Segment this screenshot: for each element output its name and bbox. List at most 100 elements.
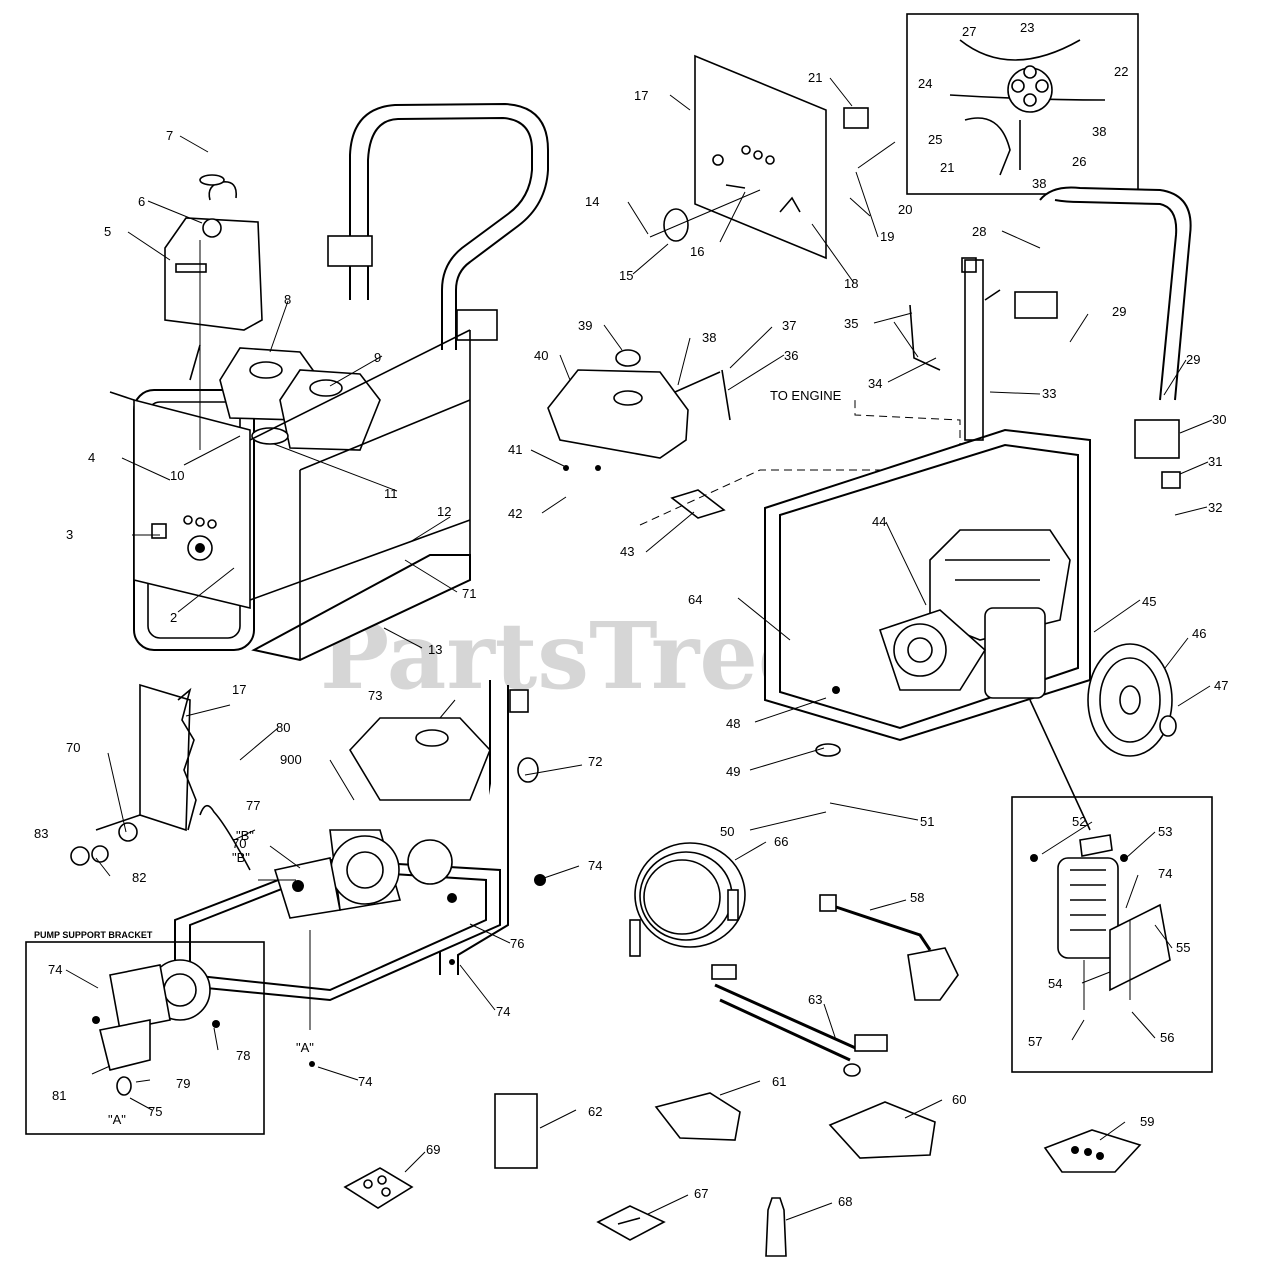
- callout-71: 71: [462, 586, 476, 601]
- callout-78: 78: [236, 1048, 250, 1063]
- callout-42: 42: [508, 506, 522, 521]
- panel-assembly: [649, 54, 896, 260]
- callout-83: 83: [34, 826, 48, 841]
- callout-38b: 38: [1092, 124, 1106, 139]
- callout-46: 46: [1192, 626, 1206, 641]
- callout-56: 56: [1160, 1030, 1174, 1045]
- callout-900: 900: [280, 752, 302, 767]
- callout-38c: 38: [1032, 176, 1046, 191]
- callout-19: 19: [880, 229, 894, 244]
- callout-80: 80: [276, 720, 290, 735]
- pump-support-bracket-title: PUMP SUPPORT BRACKET: [34, 930, 153, 940]
- callout-69: 69: [426, 1142, 440, 1157]
- right-generator-assembly: [764, 186, 1192, 831]
- callout-44: 44: [872, 514, 886, 529]
- ref-a-label-1: "A": [296, 1040, 314, 1055]
- inset-muffler-detail: [1011, 796, 1213, 1073]
- callout-49: 49: [726, 764, 740, 779]
- callout-73: 73: [368, 688, 382, 703]
- callout-17: 17: [634, 88, 648, 103]
- callout-45: 45: [1142, 594, 1156, 609]
- callout-18: 18: [844, 276, 858, 291]
- callout-40: 40: [534, 348, 548, 363]
- callout-5: 5: [104, 224, 111, 239]
- accessories: [343, 842, 1142, 1257]
- callout-75: 75: [148, 1104, 162, 1119]
- callout-82: 82: [132, 870, 146, 885]
- callout-74d: 74: [48, 962, 62, 977]
- callout-70b: 70: [232, 836, 246, 851]
- callout-64: 64: [688, 592, 702, 607]
- inset-pump-support-bracket: PUMP SUPPORT BRACKET: [25, 930, 265, 1135]
- callout-74: 74: [588, 858, 602, 873]
- callout-61: 61: [772, 1074, 786, 1089]
- callout-2: 2: [170, 610, 177, 625]
- callout-6: 6: [138, 194, 145, 209]
- callout-16: 16: [690, 244, 704, 259]
- leader-lines: [65, 77, 1213, 1221]
- callout-53: 53: [1158, 824, 1172, 839]
- callout-labels: 2 3 4 5 6 7 8 9 10 11 12 13 14 15 16 17 …: [34, 20, 1228, 1209]
- callout-25: 25: [928, 132, 942, 147]
- callout-62: 62: [588, 1104, 602, 1119]
- fuel-tank-assembly: [547, 257, 977, 526]
- callout-12: 12: [437, 504, 451, 519]
- callout-79: 79: [176, 1076, 190, 1091]
- callout-20: 20: [898, 202, 912, 217]
- callout-51: 51: [920, 814, 934, 829]
- callout-57: 57: [1028, 1034, 1042, 1049]
- callout-59: 59: [1140, 1114, 1154, 1129]
- callout-39: 39: [578, 318, 592, 333]
- watermark: PartsTree: [320, 602, 816, 710]
- callout-74e: 74: [1158, 866, 1172, 881]
- callout-38: 38: [702, 330, 716, 345]
- callout-60: 60: [952, 1092, 966, 1107]
- callout-13: 13: [428, 642, 442, 657]
- callout-43: 43: [620, 544, 634, 559]
- callout-68: 68: [838, 1194, 852, 1209]
- callout-55: 55: [1176, 940, 1190, 955]
- ref-a-label-2: "A": [108, 1112, 126, 1127]
- callout-28: 28: [972, 224, 986, 239]
- callout-37: 37: [782, 318, 796, 333]
- callout-17b: 17: [232, 682, 246, 697]
- callout-63: 63: [808, 992, 822, 1007]
- inset-outlet-detail: [906, 13, 1139, 195]
- callout-24: 24: [918, 76, 932, 91]
- callout-70: 70: [66, 740, 80, 755]
- callout-3: 3: [66, 527, 73, 542]
- callout-15: 15: [619, 268, 633, 283]
- callout-4: 4: [88, 450, 95, 465]
- callout-76: 76: [510, 936, 524, 951]
- callout-52: 52: [1072, 814, 1086, 829]
- callout-23: 23: [1020, 20, 1034, 35]
- callout-77: 77: [246, 798, 260, 813]
- callout-34: 34: [868, 376, 882, 391]
- callout-50: 50: [720, 824, 734, 839]
- callout-26: 26: [1072, 154, 1086, 169]
- callout-7: 7: [166, 128, 173, 143]
- callout-67: 67: [694, 1186, 708, 1201]
- callout-21b: 21: [940, 160, 954, 175]
- callout-74c: 74: [358, 1074, 372, 1089]
- callout-27: 27: [962, 24, 976, 39]
- callout-35: 35: [844, 316, 858, 331]
- callout-29b: 29: [1186, 352, 1200, 367]
- callout-36: 36: [784, 348, 798, 363]
- callout-31: 31: [1208, 454, 1222, 469]
- callout-21: 21: [808, 70, 822, 85]
- ref-b-label-2: "B": [232, 850, 250, 865]
- callout-48: 48: [726, 716, 740, 731]
- callout-32: 32: [1208, 500, 1222, 515]
- callout-47: 47: [1214, 678, 1228, 693]
- callout-22: 22: [1114, 64, 1128, 79]
- callout-54: 54: [1048, 976, 1062, 991]
- callout-74b: 74: [496, 1004, 510, 1019]
- callout-14: 14: [585, 194, 599, 209]
- callout-29: 29: [1112, 304, 1126, 319]
- ref-b-label-1: "B": [236, 828, 254, 843]
- callout-58: 58: [910, 890, 924, 905]
- generator-assembly: [109, 102, 549, 662]
- callout-30: 30: [1212, 412, 1226, 427]
